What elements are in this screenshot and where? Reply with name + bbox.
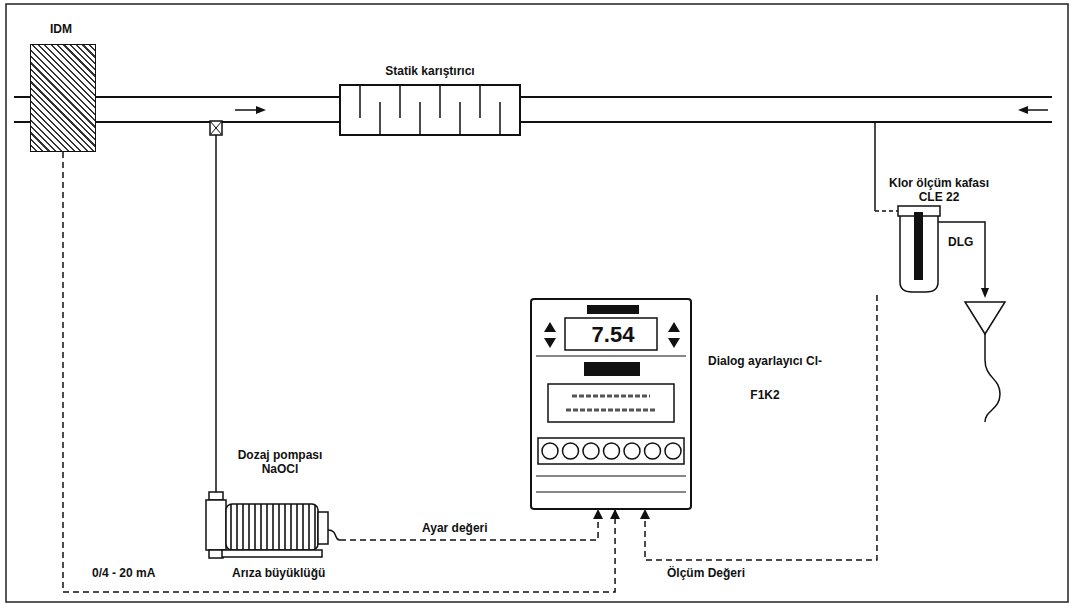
device-name: Dialog ayarlayıcı Cl-F1K2 — [704, 344, 826, 412]
frame — [6, 4, 1068, 602]
pipe-wall — [14, 121, 1052, 123]
flow-meter: IDM — [28, 20, 98, 152]
device-tag: DLG — [948, 235, 978, 249]
device-name: Dozaj pompası NaOCl — [229, 448, 331, 476]
flow-arrow — [235, 106, 266, 114]
device-name: Klor ölçüm kafası CLE 22 — [880, 176, 998, 204]
signal-line — [340, 510, 598, 540]
display-value: 7.54 — [567, 322, 659, 348]
key-button — [583, 443, 599, 459]
key-button — [665, 443, 681, 459]
brand-plate — [587, 305, 639, 314]
signal-label: Ayar değeri — [420, 521, 490, 535]
device-name: IDM — [28, 22, 94, 36]
device-name: Statik karıştırıcı — [335, 64, 525, 78]
dosing-pump — [206, 492, 340, 558]
dosing-pump-box: Dozaj pompası NaOCl — [195, 440, 340, 562]
static-mixer — [340, 85, 520, 135]
key-button — [645, 443, 661, 459]
screen-lines — [566, 396, 656, 410]
key-row — [538, 438, 684, 464]
key-button — [563, 443, 579, 459]
arrow-keys — [544, 322, 556, 348]
static-mixer-box: Statik karıştırıcı — [335, 58, 529, 138]
signal-label: Ölçüm Değeri — [665, 566, 747, 580]
measuring-cell — [898, 206, 940, 292]
pipe-wall — [14, 96, 1052, 98]
mode-plate — [584, 362, 640, 376]
sample-line — [875, 122, 898, 211]
key-button — [604, 443, 620, 459]
key-button — [542, 443, 558, 459]
chlorine-cell: Klor ölçüm kafası CLE 22 DLG — [868, 175, 1008, 295]
panel-line — [536, 476, 686, 492]
panel-line — [536, 355, 686, 356]
controller: 7.54Dialog ayarlayıcı Cl-F1K2 — [530, 298, 692, 510]
signal-note: Arıza büyüklüğü — [230, 566, 327, 580]
injection-valve — [210, 121, 222, 492]
flow-arrow — [1018, 106, 1048, 114]
arrow-keys — [668, 322, 680, 348]
text-screen — [548, 384, 674, 422]
key-button — [624, 443, 640, 459]
signal-note: 0/4 - 20 mA — [90, 566, 157, 580]
hatched-housing — [30, 44, 96, 152]
drain — [938, 222, 1005, 422]
